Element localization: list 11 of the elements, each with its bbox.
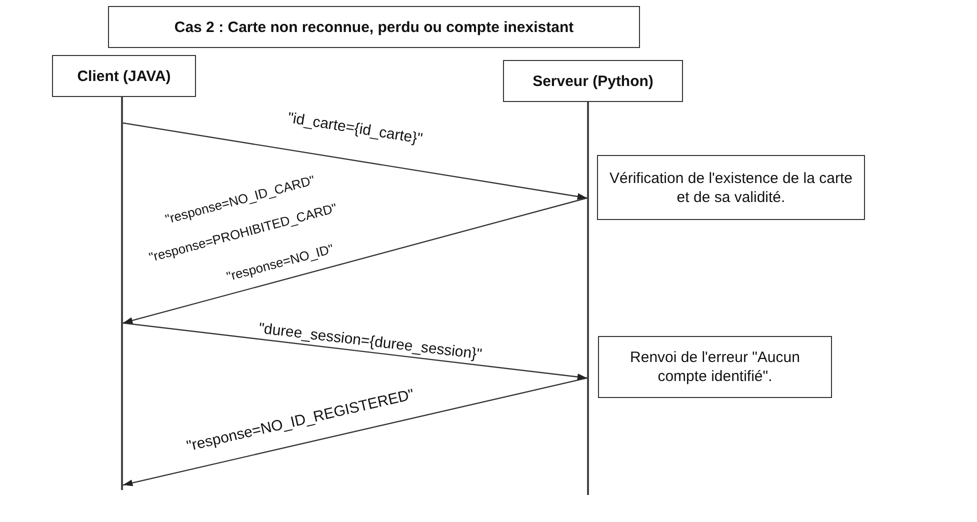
note-box: Renvoi de l'erreur "Aucun compte identifié".	[598, 336, 832, 398]
title-box: Cas 2 : Carte non reconnue, perdu ou compte inexistant	[108, 6, 640, 48]
message-arrow	[122, 197, 588, 324]
participant-box: Serveur (Python)	[503, 60, 683, 102]
message-arrow	[122, 322, 588, 380]
lifeline	[121, 97, 123, 490]
message-arrow	[122, 377, 588, 486]
participant-box: Client (JAVA)	[52, 55, 196, 97]
lifeline	[587, 102, 589, 495]
message-arrow	[122, 122, 588, 200]
note-box: Vérification de l'existence de la carte et de sa validité.	[597, 155, 865, 220]
